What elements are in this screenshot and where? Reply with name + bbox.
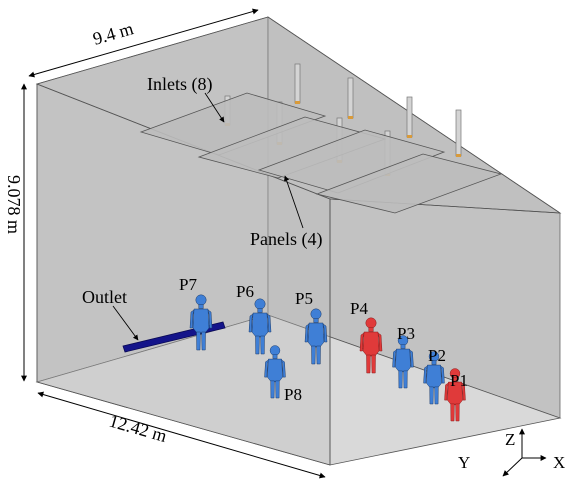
outlet-label: Outlet [82,287,127,307]
inlet-pipe [455,109,462,157]
person-label-p1: P1 [450,371,468,390]
dimension-lines [21,8,326,479]
panel [139,92,327,156]
inlets-leader [204,92,225,123]
outlet-leader [112,305,139,341]
inlet-nozzle [348,116,353,119]
inlet-pipe [347,77,354,119]
coordinate-axes: Z X Y [458,428,565,477]
inlets-label: Inlets (8) [147,74,212,95]
person-label-p5: P5 [295,289,313,308]
panels-label: Panels (4) [250,229,322,250]
person-label-p4: P4 [350,299,368,318]
person-label-p2: P2 [428,346,446,365]
y-axis-arrow [502,457,523,477]
z-axis-label: Z [505,430,515,449]
length-dimension-arrow [37,391,326,479]
x-axis-label: X [553,453,565,472]
panels-leader [284,175,304,229]
inlet-nozzle [456,154,461,157]
person-label-p8: P8 [284,385,302,404]
person-label-p7: P7 [179,275,197,294]
leader-lines [112,92,304,341]
inlet-nozzle [295,101,300,104]
width-dimension-arrow [28,8,259,78]
panel [315,153,503,214]
height-label: 9.078 m [4,175,24,234]
inlet-pipe [294,63,301,104]
inlet-nozzle [407,135,412,138]
person-label-p3: P3 [397,324,415,343]
inlet-pipe [406,96,413,138]
person-label-p6: P6 [236,282,254,301]
width-label: 9.4 m [91,18,136,49]
panel [257,129,446,194]
y-axis-label: Y [458,453,470,472]
ceiling-panels [139,92,503,214]
